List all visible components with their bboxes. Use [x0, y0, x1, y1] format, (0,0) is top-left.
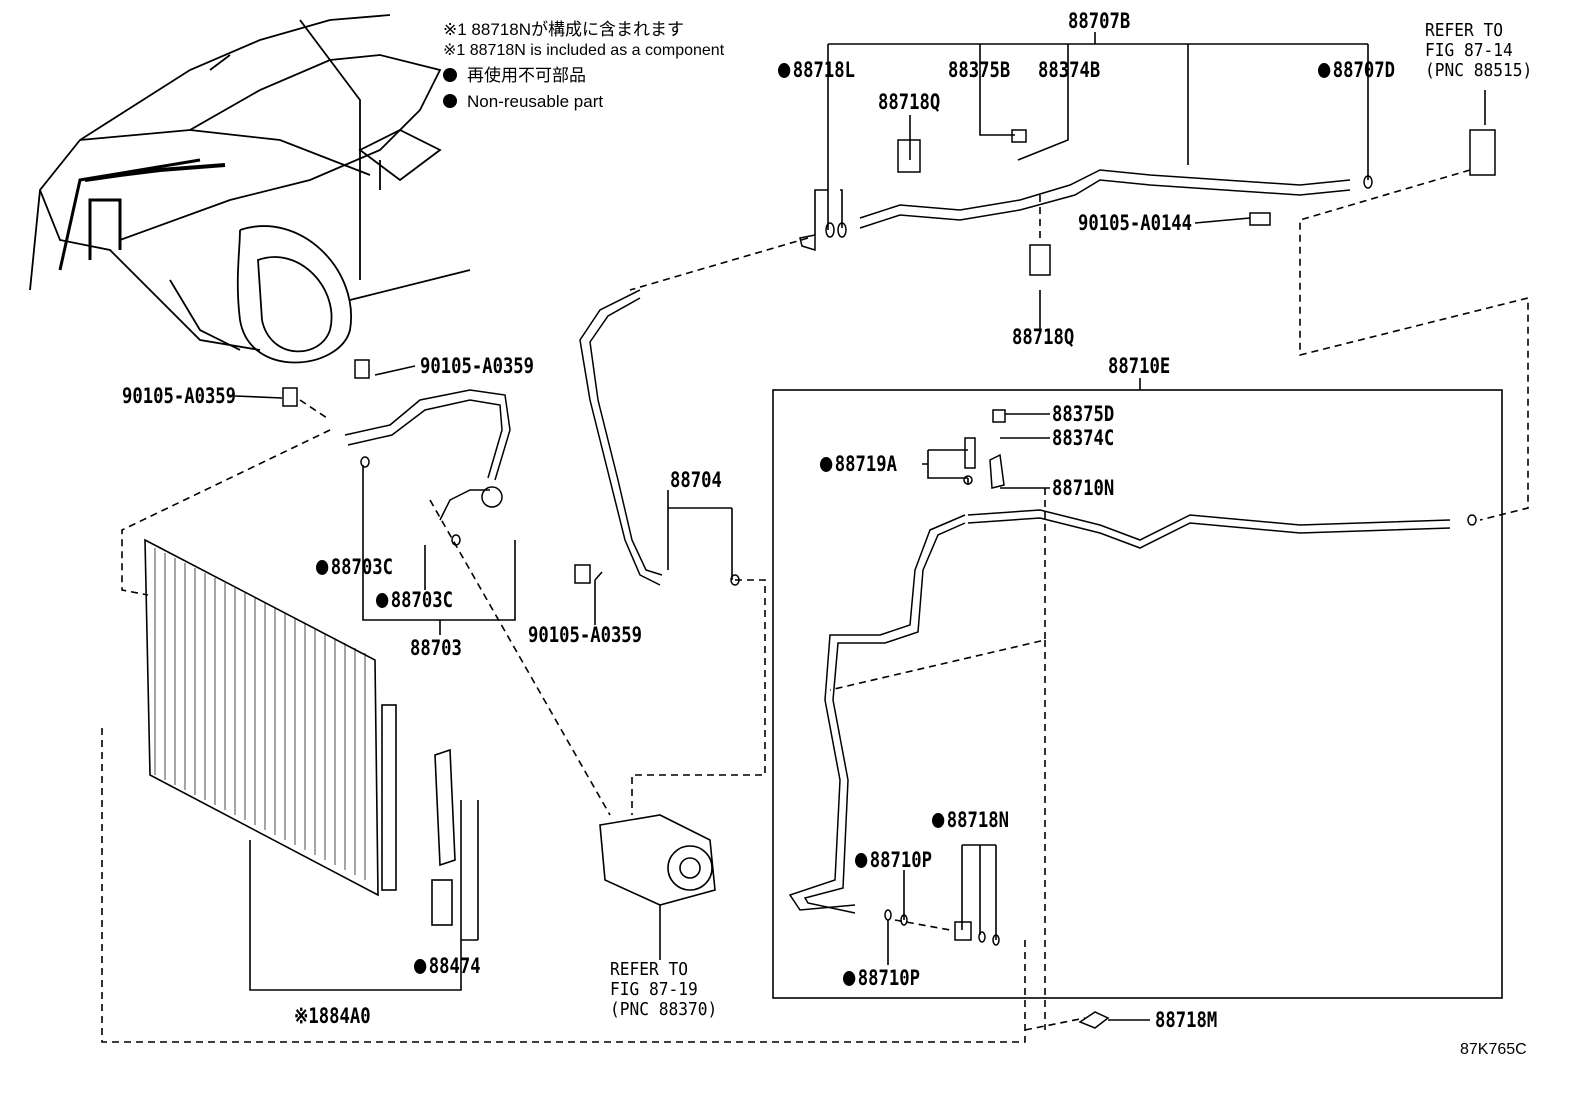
label-88374C[interactable]: 88374C [1052, 426, 1115, 450]
label-90105-A0144[interactable]: 90105-A0144 [1078, 211, 1193, 235]
label-88710N[interactable]: 88710N [1052, 476, 1115, 500]
refer-fig-87-14[interactable]: REFER TO FIG 87-14 (PNC 88515) [1425, 20, 1533, 81]
refer-fig-87-19[interactable]: REFER TO FIG 87-19 (PNC 88370) [610, 959, 718, 1020]
non-reusable-icon [932, 813, 945, 828]
label-text: 88703C [390, 588, 453, 612]
label-90105-A0359-upper[interactable]: 90105-A0359 [420, 354, 535, 378]
non-reusable-icon [1318, 63, 1331, 78]
label-88718M[interactable]: 88718M [1155, 1008, 1218, 1032]
label-88703C-b[interactable]: 88703C [376, 589, 453, 611]
label-88375B[interactable]: 88375B [948, 58, 1011, 82]
assembly-box-88710E [772, 389, 1503, 999]
pipes [344, 169, 1451, 914]
label-88375D[interactable]: 88375D [1052, 402, 1115, 426]
label-88703[interactable]: 88703 [410, 636, 462, 660]
label-text: 88703C [330, 555, 393, 579]
label-88374B[interactable]: 88374B [1038, 58, 1101, 82]
label-88707B[interactable]: 88707B [1068, 9, 1131, 33]
label-text: 88718N [946, 808, 1009, 832]
label-text: 88710P [869, 848, 932, 872]
bullet-icon [443, 94, 457, 108]
label-88718N[interactable]: 88718N [932, 809, 1009, 831]
label-text: 88707D [1332, 58, 1395, 82]
label-88703C-a[interactable]: 88703C [316, 556, 393, 578]
label-88710E[interactable]: 88710E [1108, 354, 1171, 378]
non-reusable-icon [855, 853, 868, 868]
label-884A0[interactable]: ※1884A0 [294, 1004, 371, 1028]
label-88718Q-bottom[interactable]: 88718Q [1012, 325, 1075, 349]
small-parts [282, 129, 1496, 1029]
label-90105-A0359-lower[interactable]: 90105-A0359 [528, 623, 643, 647]
label-88718L[interactable]: 88718L [778, 59, 855, 81]
label-90105-A0359-left[interactable]: 90105-A0359 [122, 384, 237, 408]
diagram-code: 87K765C [1460, 1041, 1527, 1058]
legend-en: Non-reusable part [443, 91, 603, 113]
label-88710P-a[interactable]: 88710P [855, 849, 932, 871]
condenser [144, 538, 456, 926]
dashed-connections [101, 169, 1529, 1043]
label-88710P-b[interactable]: 88710P [843, 967, 920, 989]
note-component-ja: ※1 88718Nが構成に含まれます [443, 20, 684, 39]
non-reusable-icon [778, 63, 791, 78]
legend-en-text: Non-reusable part [467, 92, 604, 111]
non-reusable-icon [376, 593, 389, 608]
label-text: 88719A [834, 452, 897, 476]
compressor [599, 814, 716, 906]
note-component-en: ※1 88718N is included as a component [443, 42, 725, 59]
label-text: 88710P [857, 966, 920, 990]
non-reusable-icon [316, 560, 329, 575]
legend-ja-text: 再使用不可部品 [467, 66, 586, 85]
label-88707D[interactable]: 88707D [1318, 59, 1395, 81]
leader-lines [234, 32, 1486, 1021]
bullet-icon [443, 68, 457, 82]
non-reusable-icon [414, 959, 427, 974]
label-text: 88474 [428, 954, 481, 978]
label-88474[interactable]: 88474 [414, 955, 481, 977]
legend-ja: 再使用不可部品 [443, 65, 586, 87]
label-88704[interactable]: 88704 [670, 468, 722, 492]
vehicle-illustration [29, 14, 471, 364]
label-88719A[interactable]: 88719A [820, 453, 897, 475]
non-reusable-icon [843, 971, 856, 986]
non-reusable-icon [820, 457, 833, 472]
label-88718Q-top[interactable]: 88718Q [878, 90, 941, 114]
label-text: 88718L [792, 58, 855, 82]
